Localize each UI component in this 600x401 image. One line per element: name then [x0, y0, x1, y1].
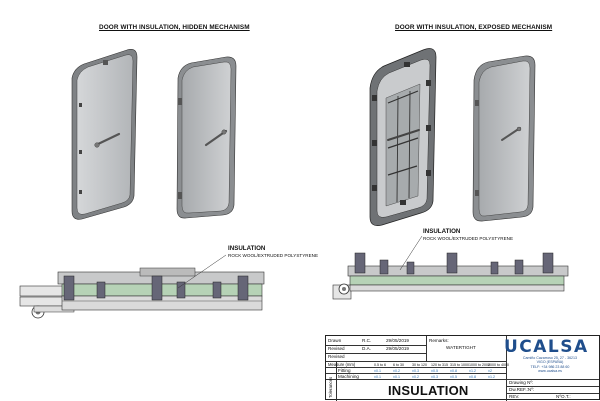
door-exposed-back	[472, 55, 536, 222]
revised-initials: D.A.	[362, 346, 371, 351]
hidden-mechanism-title: DOOR WITH INSULATION, HIDDEN MECHANISM	[99, 24, 250, 31]
door-hidden-back	[176, 56, 237, 219]
insulation-material-right: ROCK WOOL/EXTRUDED POLYSTYRENE	[423, 236, 514, 241]
drawn-date: 29/05/2019	[386, 338, 409, 343]
tolerance-cell: ±0.2	[412, 374, 419, 379]
revised-label: Revised	[328, 346, 345, 351]
tolerance-cell: ±0.2	[393, 368, 400, 373]
title-block: Drawn R.C. 29/05/2019 Revised D.A. 29/05…	[325, 335, 600, 401]
dwref-label: Dw.REF.:Nº:	[509, 387, 535, 392]
drawing-title: INSULATION	[388, 383, 469, 398]
remarks-label: Remarks:	[429, 338, 449, 343]
tolerance-cell: ±1.2	[488, 374, 495, 379]
measure-label: Measure (mm)	[328, 362, 356, 367]
tolerance-cell: 120 to 315	[431, 362, 448, 367]
insulation-material-left: ROCK WOOL/EXTRUDED POLYSTYRENE	[228, 253, 319, 258]
remarks-value: WATERTIGHT	[446, 345, 476, 350]
drawing-no-label: Drawing Nº:	[509, 380, 534, 385]
tolerance-cell: ±0.3	[431, 374, 438, 379]
tolerance-cell: ±0.5	[431, 368, 438, 373]
insulation-callout-left: INSULATION	[228, 245, 266, 252]
machining-label: Machining	[338, 374, 359, 379]
tolerance-cell: ±0.8	[469, 374, 476, 379]
rev-label: REV.	[509, 394, 520, 399]
exposed-mechanism-title: DOOR WITH INSULATION, EXPOSED MECHANISM	[395, 24, 553, 31]
tolerance-cell: ±0.3	[412, 368, 419, 373]
tolerance-cell: 315 to 1000	[450, 362, 469, 367]
tolerance-cell: 30 to 120	[412, 362, 427, 367]
tolerance-cell: ±0.1	[374, 374, 381, 379]
tolerance-cell: ±0.1	[393, 374, 400, 379]
tolerance-cell: ±0.5	[450, 374, 457, 379]
drawn-initials: R.C.	[362, 338, 372, 343]
company-address: Camiño Cazarroso 25, 27 - 36213 VIGO (ES…	[522, 356, 578, 373]
revised-date: 29/05/2019	[386, 346, 409, 351]
tolerance-label: Tolerances	[328, 376, 333, 398]
tolerance-cell: 0.5 to 6	[374, 362, 386, 367]
section-view-exposed	[332, 235, 569, 300]
tolerance-cell: 1000 to 2000	[469, 362, 490, 367]
not-label: NºO.T.:	[556, 394, 571, 399]
section-view-hidden	[19, 254, 265, 319]
tolerance-cell: ±0.1	[374, 368, 381, 373]
company-logo: UCALSA	[504, 337, 589, 357]
drawn-label: Drawn	[328, 338, 342, 343]
tolerance-cell: ±2	[488, 368, 492, 373]
tolerance-cell: 2000 to 4000	[488, 362, 509, 367]
fitting-label: Fitting	[338, 368, 351, 373]
insulation-callout-right: INSULATION	[423, 228, 461, 235]
tolerance-cell: 6 to 30	[393, 362, 404, 367]
tolerance-cell: ±1.2	[469, 368, 476, 373]
revised2-label: Revised	[328, 354, 345, 359]
door-exposed-front	[369, 48, 437, 226]
tolerance-cell: ±0.8	[450, 368, 457, 373]
door-hidden-front	[71, 49, 138, 220]
